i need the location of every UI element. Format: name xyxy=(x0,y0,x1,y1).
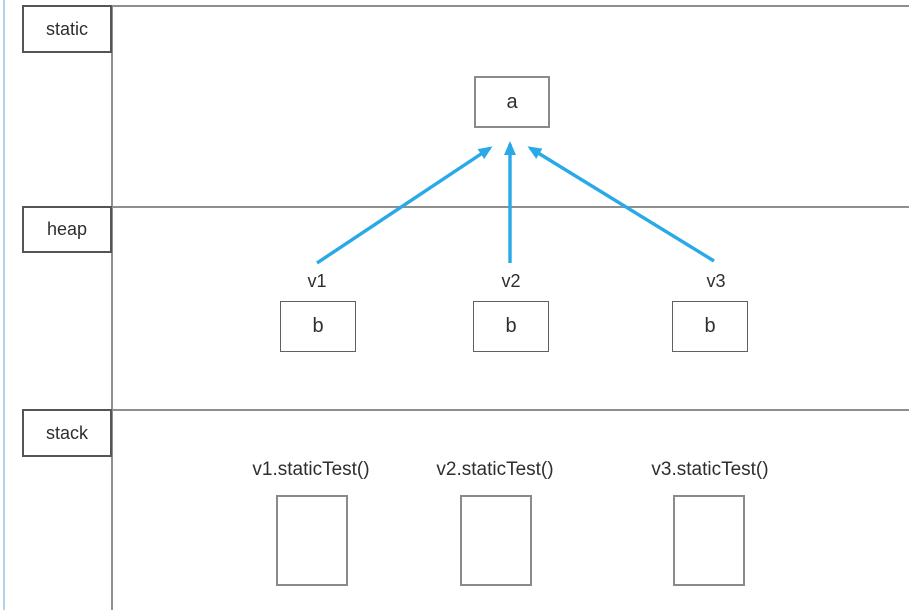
arrow-v3-to-a xyxy=(527,146,715,263)
heap-object-box-v3-label: b xyxy=(704,315,716,337)
stack-frame-label-v1: v1.staticTest() xyxy=(252,459,370,480)
heap-ref-label-v2: v2 xyxy=(501,271,521,291)
left-accent-border xyxy=(3,0,5,610)
region-label-stack: stack xyxy=(22,409,112,457)
region-label-static-text: static xyxy=(45,18,88,39)
static-variable-box-a: a xyxy=(474,76,550,128)
heap-object-box-v2: b xyxy=(473,301,549,352)
stack-frame-box-v1 xyxy=(276,495,348,586)
stack-frame-box-v3 xyxy=(673,495,745,586)
heap-object-box-v2-label: b xyxy=(505,315,517,337)
heap-object-box-v1-label: b xyxy=(312,315,324,337)
stack-frame-label-v3: v3.staticTest() xyxy=(651,459,769,480)
heap-section-line xyxy=(22,206,909,208)
region-label-stack-text: stack xyxy=(45,422,88,443)
stack-section-line xyxy=(22,409,909,411)
stack-frame-box-v2 xyxy=(460,495,532,586)
left-column-divider-line xyxy=(111,5,113,610)
static-variable-box-a-label: a xyxy=(506,90,518,113)
heap-object-box-v3: b xyxy=(672,301,748,352)
stack-frame-label-v2: v2.staticTest() xyxy=(436,459,554,480)
region-label-heap: heap xyxy=(22,206,112,253)
heap-object-box-v1: b xyxy=(280,301,356,352)
region-label-heap-text: heap xyxy=(46,219,88,239)
heap-ref-label-v1: v1 xyxy=(307,271,327,291)
static-section-line xyxy=(22,5,909,7)
region-label-static: static xyxy=(22,5,112,53)
heap-ref-label-v3: v3 xyxy=(706,271,726,291)
